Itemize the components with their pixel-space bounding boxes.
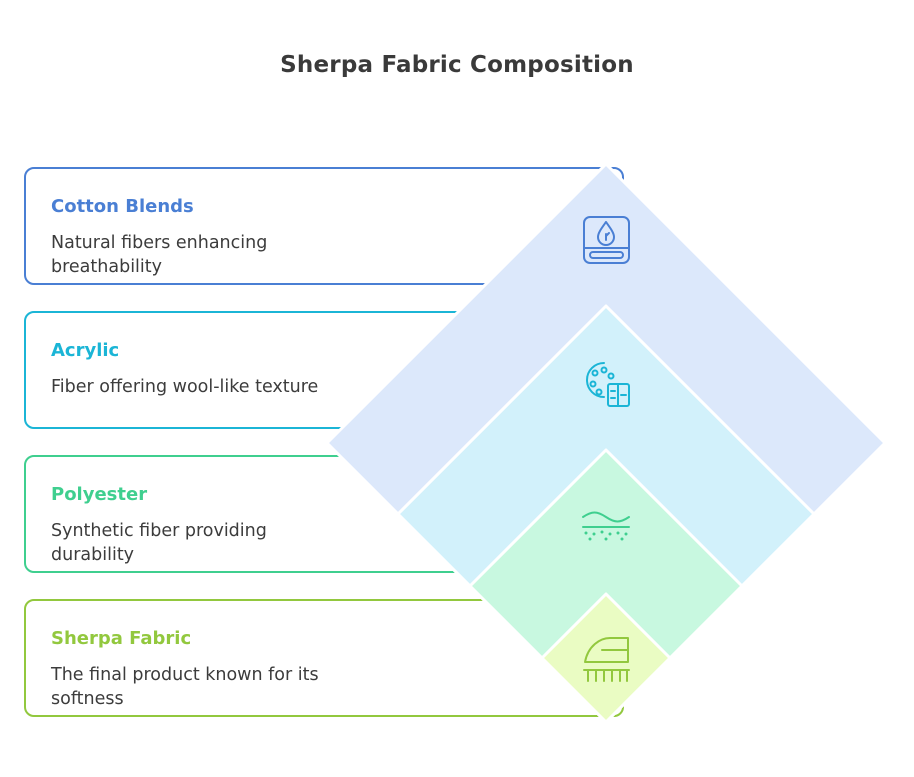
layer-description: Fiber offering wool-like texture <box>51 377 319 397</box>
wave-dots-icon <box>582 511 630 541</box>
fabric-swatch-palette-icon <box>586 362 630 407</box>
layer-description: Natural fibers enhancing breathability <box>51 233 268 277</box>
layer-label: Polyester <box>51 484 148 505</box>
layer-label: Cotton Blends <box>51 196 194 217</box>
layer-description: The final product known for its softness <box>51 665 319 709</box>
water-drop-tray-icon <box>583 216 630 264</box>
layer-label: Sherpa Fabric <box>51 628 192 649</box>
iron-press-icon <box>583 637 630 682</box>
page-title: Sherpa Fabric Composition <box>280 52 634 78</box>
diamond-sherpa-fabric <box>540 592 672 724</box>
layer-label: Acrylic <box>51 340 120 361</box>
layer-description: Synthetic fiber providing durability <box>51 521 267 565</box>
